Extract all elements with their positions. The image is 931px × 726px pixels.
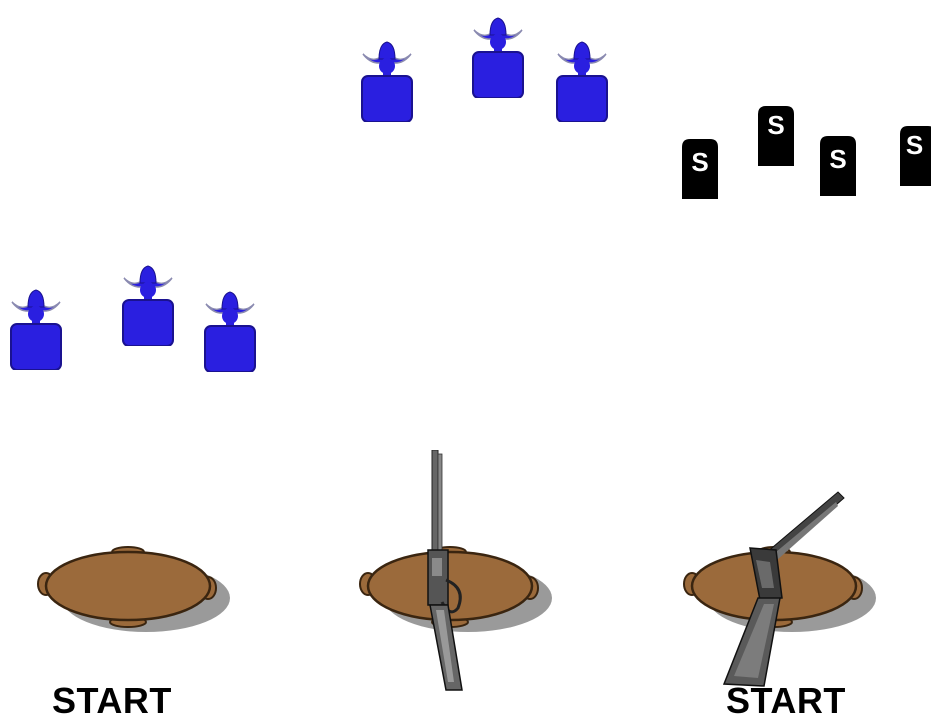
rifle-icon <box>427 450 463 691</box>
steel-plate-letter: S <box>691 147 709 177</box>
cowboy-target-left-2 <box>118 256 178 346</box>
cowboy-target-top-3 <box>552 32 612 122</box>
start-label-right: START <box>726 680 846 721</box>
cowboy-target-left-3 <box>200 282 260 372</box>
steel-plate-letter: S <box>905 130 924 160</box>
shotgun-icon <box>722 491 845 687</box>
steel-plate-letter: S <box>829 144 847 174</box>
steel-plate-3: S <box>818 134 858 196</box>
cowboy-target-top-2 <box>468 8 528 98</box>
steel-plate-1: S <box>680 137 720 199</box>
cowboy-target-top-1 <box>357 32 417 122</box>
start-label-left: START <box>52 680 172 721</box>
table-left <box>34 540 234 640</box>
steel-plate-letter: S <box>767 110 785 140</box>
steel-plate-2: S <box>756 104 796 166</box>
steel-plate-4: S <box>898 124 931 186</box>
cowboy-target-left-1 <box>6 280 66 370</box>
